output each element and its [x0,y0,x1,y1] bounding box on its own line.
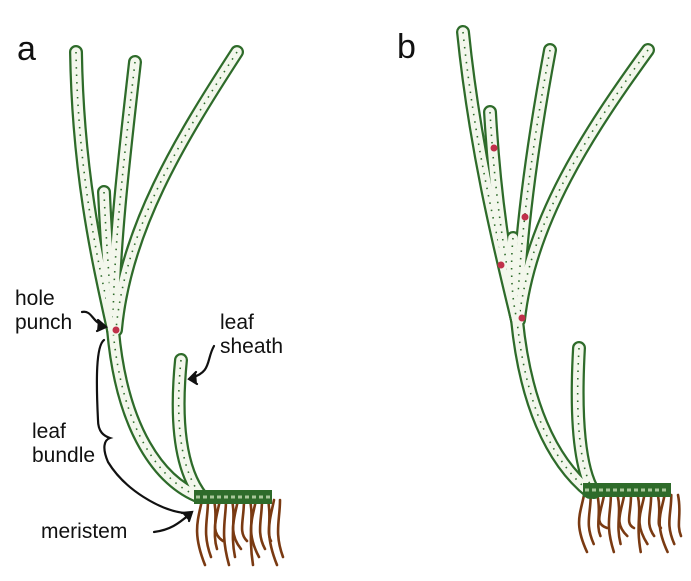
root [249,498,261,559]
root [627,493,636,530]
root [577,493,589,554]
leaf-dots [489,111,518,321]
label-line: sheath [220,335,284,358]
leaf-dots [103,191,114,331]
hole-punch-mark [112,326,120,334]
root [597,493,609,530]
meristem-label: meristem [41,520,128,543]
annotation-arrows [80,310,216,534]
root [213,498,225,543]
label-line: bundle [32,444,96,467]
hole-punch-mark [518,314,526,322]
leaf-fill [512,45,555,325]
root [258,498,267,551]
root [276,498,285,559]
leaf-fill [506,233,522,325]
root [647,493,656,538]
hole-punch-mark [490,144,498,152]
hole-punch-label: hole punch [15,287,72,335]
hole-punch-marks [112,144,529,334]
root [668,493,676,546]
leaves [69,25,655,504]
root [267,498,279,567]
root [658,493,669,554]
root [204,498,213,559]
root [618,493,629,538]
leaf-fill [173,355,207,502]
rhizomes [194,483,671,504]
label-line: leaf [220,311,254,334]
leaf-fill [111,47,242,335]
meristem-arrowhead [180,510,194,523]
root [676,493,683,538]
leaf-fill [108,57,140,335]
root [607,493,616,554]
leaf-dots [518,49,649,321]
meristem-arrow [152,512,192,534]
root [231,498,243,551]
root [240,498,249,543]
leaf-bundle-bracket [95,338,186,515]
root [195,498,207,567]
panel-label-a: a [17,30,36,68]
root [638,493,649,546]
label-line: leaf [32,420,66,443]
root [222,498,231,567]
root [587,493,596,546]
hole-punch-arrowhead [95,318,109,333]
leaf-sheath-arrowhead [187,370,199,386]
leaf-sheath-label: leaf sheath [220,311,283,359]
roots [195,493,683,567]
leaf-dots [510,237,518,321]
label-line: hole [15,287,55,310]
label-line: punch [15,311,73,334]
hole-punch-mark [521,213,529,221]
leaf-dots [462,31,591,493]
leaf-bundle-label: leaf bundle [32,420,95,468]
hole-punch-mark [497,261,505,269]
panel-label-b: b [397,28,416,66]
